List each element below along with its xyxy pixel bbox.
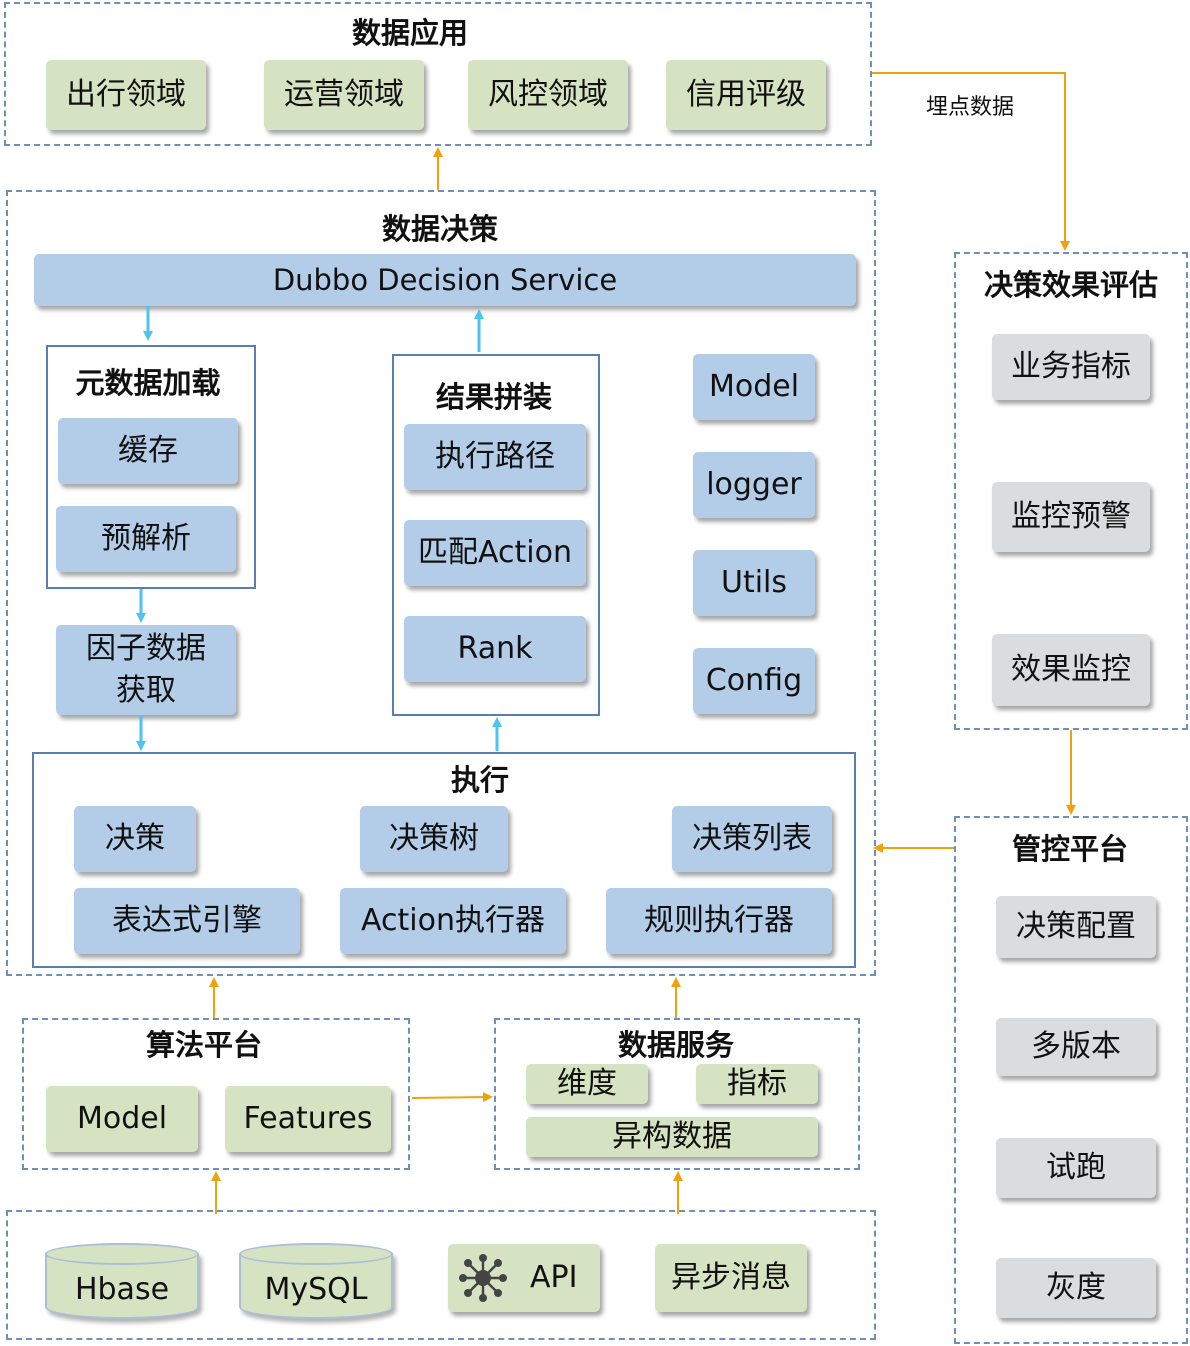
mysql-label: MySQL: [264, 1271, 368, 1307]
execution-title: 执行: [450, 763, 509, 797]
dimension-box[interactable]: 维度: [526, 1064, 648, 1104]
algo-platform-section: [22, 1018, 410, 1170]
algo-platform-title: 算法平台: [145, 1028, 262, 1062]
app-item-travel[interactable]: 出行领域: [46, 60, 206, 130]
business-metrics-box[interactable]: 业务指标: [992, 334, 1150, 400]
data-service-section: [494, 1018, 860, 1170]
mysql-storage[interactable]: MySQL: [239, 1243, 393, 1319]
api-label: API: [530, 1260, 578, 1295]
effect-eval-section: [954, 252, 1188, 730]
rule-executor-box[interactable]: 规则执行器: [606, 888, 832, 954]
decision-box[interactable]: 决策: [74, 806, 196, 872]
match-action-box[interactable]: 匹配Action: [404, 520, 586, 586]
embed-data-label: 埋点数据: [926, 95, 1015, 120]
hbase-label: Hbase: [74, 1271, 170, 1307]
monitor-alert-box[interactable]: 监控预警: [992, 482, 1150, 552]
async-message-source[interactable]: 异步消息: [655, 1244, 807, 1312]
dubbo-decision-service[interactable]: Dubbo Decision Service: [34, 254, 856, 306]
decision-list-box[interactable]: 决策列表: [672, 806, 832, 872]
app-item-credit-rating[interactable]: 信用评级: [666, 60, 826, 130]
api-source[interactable]: API: [448, 1244, 600, 1312]
expression-engine-box[interactable]: 表达式引擎: [74, 888, 300, 954]
data-app-section: [4, 2, 872, 146]
heterogeneous-data-box[interactable]: 异构数据: [526, 1117, 818, 1157]
control-platform-section: [954, 816, 1188, 1344]
decision-tree-box[interactable]: 决策树: [360, 806, 508, 872]
algo-features-box[interactable]: Features: [225, 1086, 391, 1152]
control-platform-title: 管控平台: [1011, 832, 1128, 866]
arrow-app-to-effect: [872, 72, 1070, 251]
pre-parse-box[interactable]: 预解析: [56, 506, 236, 572]
data-service-title: 数据服务: [617, 1028, 734, 1062]
hbase-storage[interactable]: Hbase: [45, 1243, 199, 1319]
multi-version-box[interactable]: 多版本: [996, 1018, 1156, 1076]
logger-box[interactable]: logger: [693, 452, 815, 518]
model-box[interactable]: Model: [693, 354, 815, 420]
effect-eval-title: 决策效果评估: [983, 268, 1158, 302]
algo-model-box[interactable]: Model: [46, 1086, 198, 1152]
exec-path-box[interactable]: 执行路径: [404, 424, 586, 490]
gray-release-box[interactable]: 灰度: [996, 1258, 1156, 1318]
result-assembly-title: 结果拼装: [435, 380, 552, 414]
cache-box[interactable]: 缓存: [58, 418, 238, 484]
arrow-algo-to-dataservice: [411, 1092, 493, 1103]
utils-box[interactable]: Utils: [693, 550, 815, 616]
decision-config-box[interactable]: 决策配置: [996, 896, 1156, 958]
trial-run-box[interactable]: 试跑: [996, 1138, 1156, 1198]
api-network-icon: [459, 1254, 507, 1302]
rank-box[interactable]: Rank: [404, 616, 586, 682]
config-box[interactable]: Config: [693, 648, 815, 714]
factor-data-fetch[interactable]: 因子数据获取: [56, 625, 236, 715]
decision-title: 数据决策: [381, 212, 498, 246]
data-source-section: [6, 1210, 876, 1340]
metadata-loading-title: 元数据加载: [75, 366, 221, 400]
action-executor-box[interactable]: Action执行器: [340, 888, 566, 954]
app-item-risk-control[interactable]: 风控领域: [468, 60, 628, 130]
data-app-title: 数据应用: [351, 16, 468, 50]
decision-section: [6, 190, 876, 976]
metric-box[interactable]: 指标: [696, 1064, 818, 1104]
effect-monitor-box[interactable]: 效果监控: [992, 634, 1150, 706]
app-item-operations[interactable]: 运营领域: [264, 60, 424, 130]
